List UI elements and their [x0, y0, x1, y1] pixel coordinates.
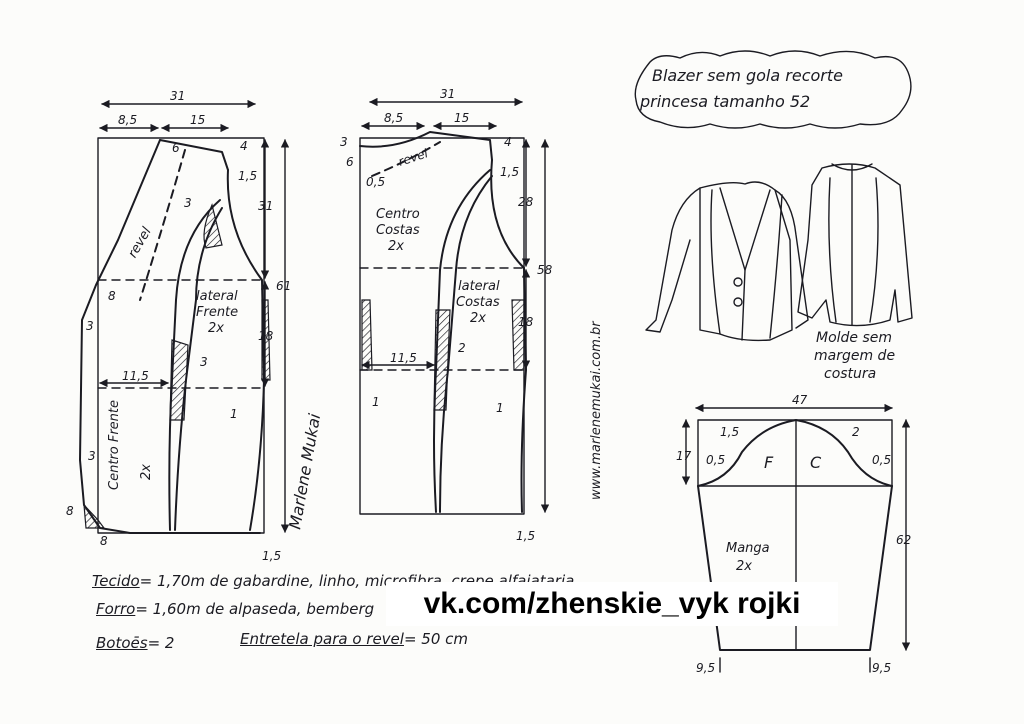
back-label-lateral-2x: 2x — [470, 311, 486, 326]
back-width-total: 31 — [440, 87, 455, 101]
sleeve-label-2x: 2x — [736, 559, 752, 574]
title-cloud — [634, 50, 912, 129]
front-pattern: 31 8,5 15 61 31 18 6 4 1 — [66, 89, 291, 563]
sleeve-m2: 2 — [852, 425, 860, 439]
note-tecido-key: Tecido — [92, 572, 140, 590]
molde-note-2: margem de — [814, 348, 896, 364]
front-height-top: 31 — [258, 199, 273, 213]
back-width-left: 8,5 — [384, 111, 403, 125]
back-label-costas: Costas — [376, 223, 420, 238]
back-hem-ext: 1,5 — [516, 529, 535, 543]
front-m8c: 8 — [100, 534, 108, 548]
back-armhole-1-5: 1,5 — [500, 165, 519, 179]
back-label-centro: Centro — [376, 207, 420, 222]
button-icon — [733, 297, 743, 307]
title-line2: princesa tamanho 52 — [640, 92, 811, 111]
back-m1b: 1 — [496, 401, 504, 415]
title-line1: Blazer sem gola recorte — [652, 66, 843, 85]
back-height-total: 58 — [537, 263, 553, 277]
note-botoes-key: Botoēs — [96, 634, 148, 652]
front-label-lateral: lateral — [196, 289, 238, 304]
sleeve-m0-5a: 0,5 — [706, 453, 725, 467]
sleeve-pattern: 47 17 62 1,5 0,5 2 0,5 F C Manga 2x 9,5 … — [676, 393, 911, 675]
sleeve-label-manga: Manga — [726, 541, 770, 556]
front-label-2x: 2x — [139, 464, 154, 480]
back-shoulder-drop: 4 — [504, 135, 512, 149]
front-label-frente: Frente — [196, 305, 238, 320]
sleeve-hem-right: 9,5 — [872, 661, 891, 675]
front-m3d: 3 — [88, 449, 96, 463]
signature: Marlene Mukai — [285, 412, 324, 531]
back-waist: 11,5 — [390, 351, 417, 365]
back-label-lateral-costas: Costas — [456, 295, 500, 310]
jacket-sketch-back — [797, 163, 913, 327]
front-armhole-1-5: 1,5 — [238, 169, 257, 183]
front-label-centro-frente: Centro Frente — [107, 400, 122, 490]
front-width-total: 31 — [170, 89, 185, 103]
front-hem-ext: 1,5 — [262, 549, 281, 563]
molde-note-1: Molde sem — [816, 330, 893, 346]
front-height-bottom: 18 — [258, 329, 274, 343]
front-neck-drop: 6 — [172, 141, 180, 155]
back-m1a: 1 — [372, 395, 380, 409]
front-shoulder-drop: 4 — [240, 139, 248, 153]
front-waist: 11,5 — [122, 369, 149, 383]
jacket-sketch-front — [645, 181, 809, 342]
back-m2: 2 — [458, 341, 466, 355]
front-m3c: 3 — [200, 355, 208, 369]
sleeve-cap-height: 17 — [676, 449, 692, 463]
back-revel: revel — [397, 146, 431, 169]
back-label-centro-2x: 2x — [388, 239, 404, 254]
sleeve-m0-5b: 0,5 — [872, 453, 891, 467]
back-label-lateral: lateral — [458, 279, 500, 294]
note-entretela-value: = 50 cm — [403, 630, 469, 648]
front-label-revel: revel — [125, 225, 155, 261]
note-entretela-key: Entretela para o revel — [240, 630, 404, 648]
back-height-bottom: 18 — [518, 315, 534, 329]
note-forro: Forro= 1,60m de alpaseda, bemberg — [96, 600, 374, 618]
sleeve-label-f: F — [764, 453, 774, 472]
front-height-total: 61 — [276, 279, 291, 293]
sleeve-width: 47 — [792, 393, 808, 407]
front-width-right: 15 — [190, 113, 205, 127]
sleeve-label-c: C — [810, 453, 822, 472]
back-pattern: 31 8,5 15 58 28 18 3 4 1,5 0,5 revel 6 1… — [340, 87, 553, 543]
front-m8: 8 — [108, 289, 116, 303]
back-revel-depth: 0,5 — [366, 175, 385, 189]
front-m3b: 3 — [86, 319, 94, 333]
front-width-left: 8,5 — [118, 113, 137, 127]
back-m6: 6 — [346, 155, 354, 169]
sleeve-m1-5: 1,5 — [720, 425, 739, 439]
front-hem: 1 — [230, 407, 238, 421]
back-neck: 3 — [340, 135, 348, 149]
site-url: www.marlenemukai.com.br — [589, 320, 604, 500]
sleeve-length: 62 — [896, 533, 911, 547]
front-m8b: 8 — [66, 504, 74, 518]
button-icon — [733, 277, 743, 287]
back-width-right: 15 — [454, 111, 469, 125]
note-botoes-value: = 2 — [147, 634, 175, 652]
note-forro-key: Forro — [96, 600, 136, 618]
note-entretela: Entretela para o revel= 50 cm — [240, 630, 468, 648]
front-m3a: 3 — [184, 196, 192, 210]
sleeve-hem-left: 9,5 — [696, 661, 715, 675]
molde-note-3: costura — [824, 366, 877, 382]
note-forro-value: = 1,60m de alpaseda, bemberg — [135, 600, 375, 618]
watermark-link[interactable]: vk.com/zhenskie_vyk rojki — [386, 582, 838, 626]
back-height-top: 28 — [518, 195, 534, 209]
note-botoes: Botoēs= 2 — [96, 634, 174, 652]
front-label-lateral-2x: 2x — [208, 321, 224, 336]
